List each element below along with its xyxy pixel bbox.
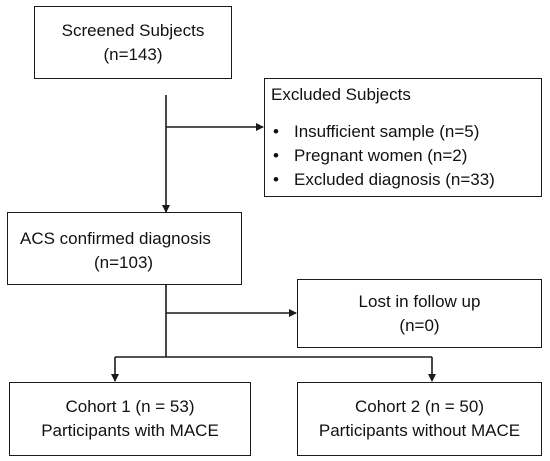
acs-diagnosis-box: ACS confirmed diagnosis (n=103) <box>7 212 242 285</box>
cohort-1-description: Participants with MACE <box>41 421 219 440</box>
cohort-1-label: Cohort 1 (n = 53) <box>65 397 195 416</box>
excluded-subjects-box: Excluded Subjects • Insufficient sample … <box>264 78 542 197</box>
bullet-icon: • <box>273 170 279 189</box>
cohort-1-box: Cohort 1 (n = 53) Participants with MACE <box>9 382 251 456</box>
list-item: • Excluded diagnosis (n=33) <box>271 168 541 192</box>
excluded-subjects-title: Excluded Subjects <box>271 85 411 104</box>
excluded-reasons-list: • Insufficient sample (n=5) • Pregnant w… <box>271 120 541 192</box>
lost-follow-up-label: Lost in follow up <box>358 291 481 311</box>
cohort-2-label: Cohort 2 (n = 50) <box>355 397 484 416</box>
bullet-icon: • <box>273 122 279 141</box>
list-item: • Insufficient sample (n=5) <box>271 120 541 144</box>
acs-diagnosis-count: (n=103) <box>94 253 154 272</box>
screened-subjects-box: Screened Subjects (n=143) <box>34 6 232 79</box>
lost-follow-up-count: (n=0) <box>399 315 440 335</box>
lost-follow-up-box: Lost in follow up (n=0) <box>297 279 542 348</box>
list-item: • Pregnant women (n=2) <box>271 144 541 168</box>
screened-subjects-label: Screened Subjects <box>61 20 205 40</box>
acs-diagnosis-label: ACS confirmed diagnosis <box>20 229 211 248</box>
excluded-reason-text: Excluded diagnosis (n=33) <box>294 170 495 189</box>
cohort-2-description: Participants without MACE <box>318 421 521 440</box>
bullet-icon: • <box>273 146 279 165</box>
screened-subjects-count: (n=143) <box>103 44 163 64</box>
cohort-2-box: Cohort 2 (n = 50) Participants without M… <box>297 382 542 456</box>
excluded-reason-text: Pregnant women (n=2) <box>294 146 468 165</box>
excluded-reason-text: Insufficient sample (n=5) <box>294 122 480 141</box>
